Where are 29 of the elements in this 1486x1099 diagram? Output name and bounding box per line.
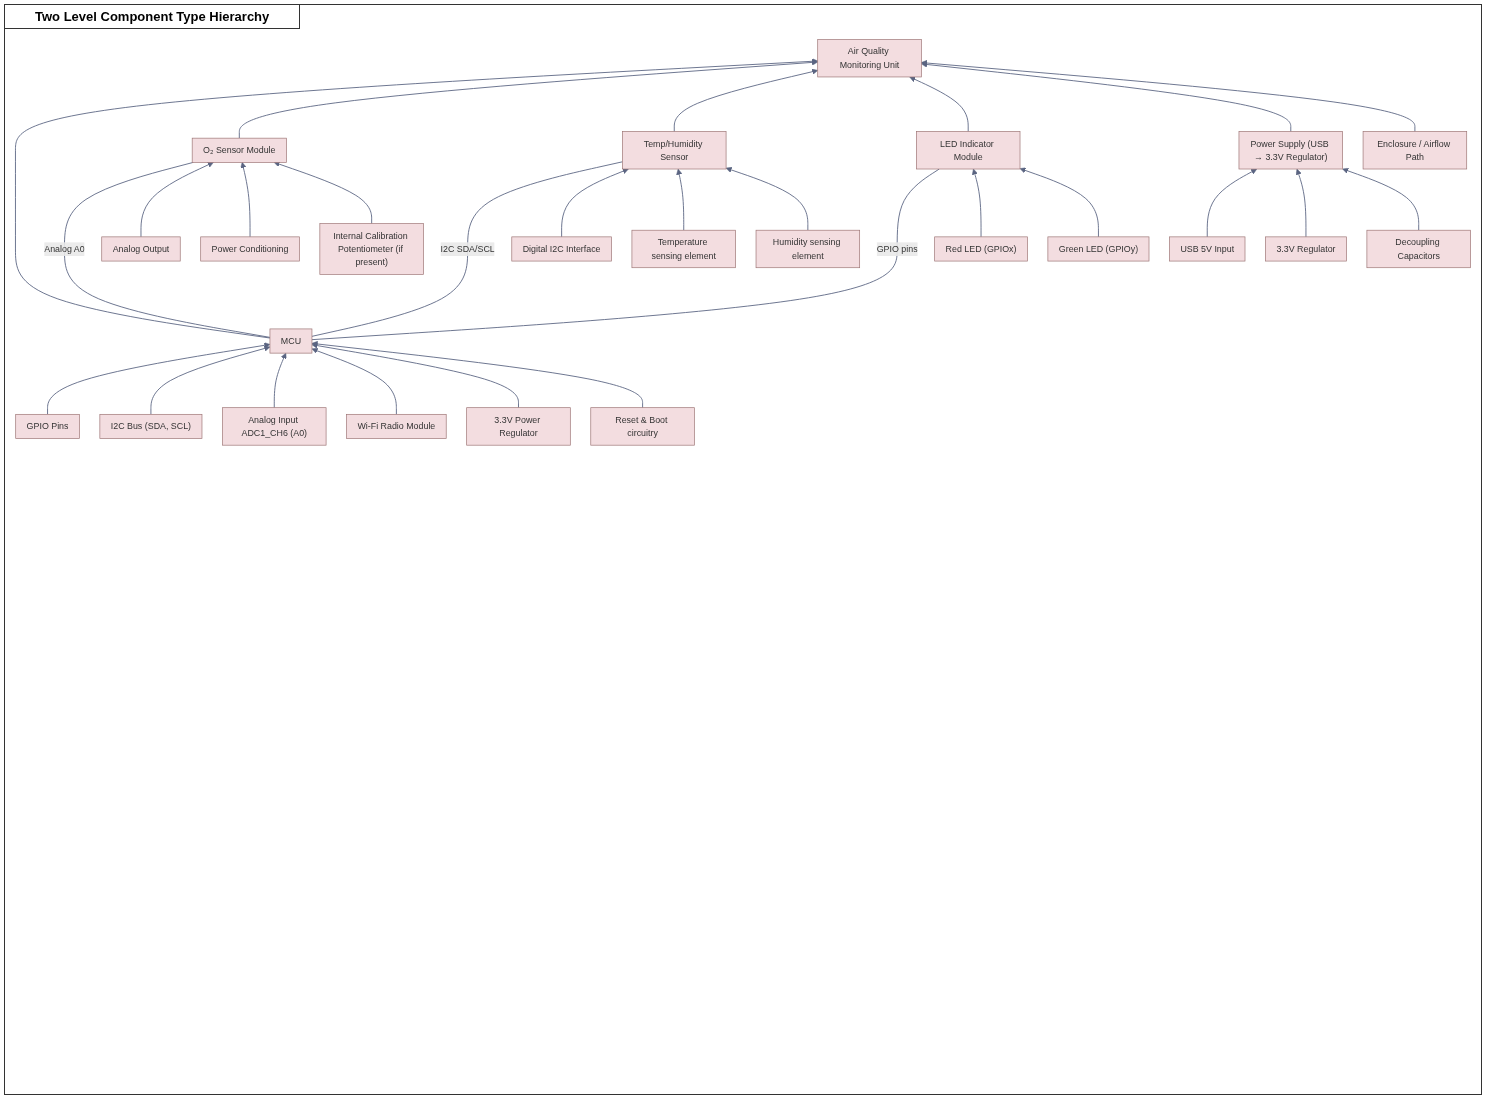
node-box: MCU <box>269 328 313 354</box>
node-box: 3.3V Power Regulator <box>466 407 571 446</box>
node-box: Power Supply (USB → 3.3V Regulator) <box>1238 131 1343 170</box>
node-box: Green LED (GPIOy) <box>1047 236 1150 262</box>
node-box: LED Indicator Module <box>916 131 1021 170</box>
node-box: Analog Input ADC1_CH6 (A0) <box>222 407 327 446</box>
node-box: USB 5V Input <box>1169 236 1246 262</box>
node-box: Humidity sensing element <box>755 229 860 269</box>
edge-label: I2C SDA/SCL <box>440 243 495 254</box>
node-box: Temperature sensing element <box>631 229 736 269</box>
node-box: Power Conditioning <box>200 236 300 262</box>
connector <box>311 161 623 337</box>
node-box: Temp/Humidity Sensor <box>622 131 727 170</box>
node-box: Decoupling Capacitors <box>1366 229 1471 269</box>
node-box: Internal Calibration Potentiometer (if present) <box>319 223 424 275</box>
edge-label: Analog A0 <box>44 243 85 254</box>
edge-label: GPIO pins <box>876 243 918 254</box>
node-box: GPIO Pins <box>15 414 80 439</box>
node-box: Wi-Fi Radio Module <box>346 414 447 439</box>
node-box: I2C Bus (SDA, SCL) <box>99 414 203 439</box>
node-box: Digital I2C Interface <box>511 236 612 262</box>
node-box: Red LED (GPIOx) <box>934 236 1028 262</box>
node-box: Reset & Boot circuitry <box>590 407 695 446</box>
node-box: Analog Output <box>101 236 181 262</box>
node-box: Air Quality Monitoring Unit <box>817 39 922 78</box>
node-box: 3.3V Regulator <box>1265 236 1347 262</box>
node-box: Enclosure / Airflow Path <box>1362 131 1468 170</box>
frame-title: Two Level Component Type Hierarchy <box>5 5 301 29</box>
node-box: O₂ Sensor Module <box>191 137 287 163</box>
